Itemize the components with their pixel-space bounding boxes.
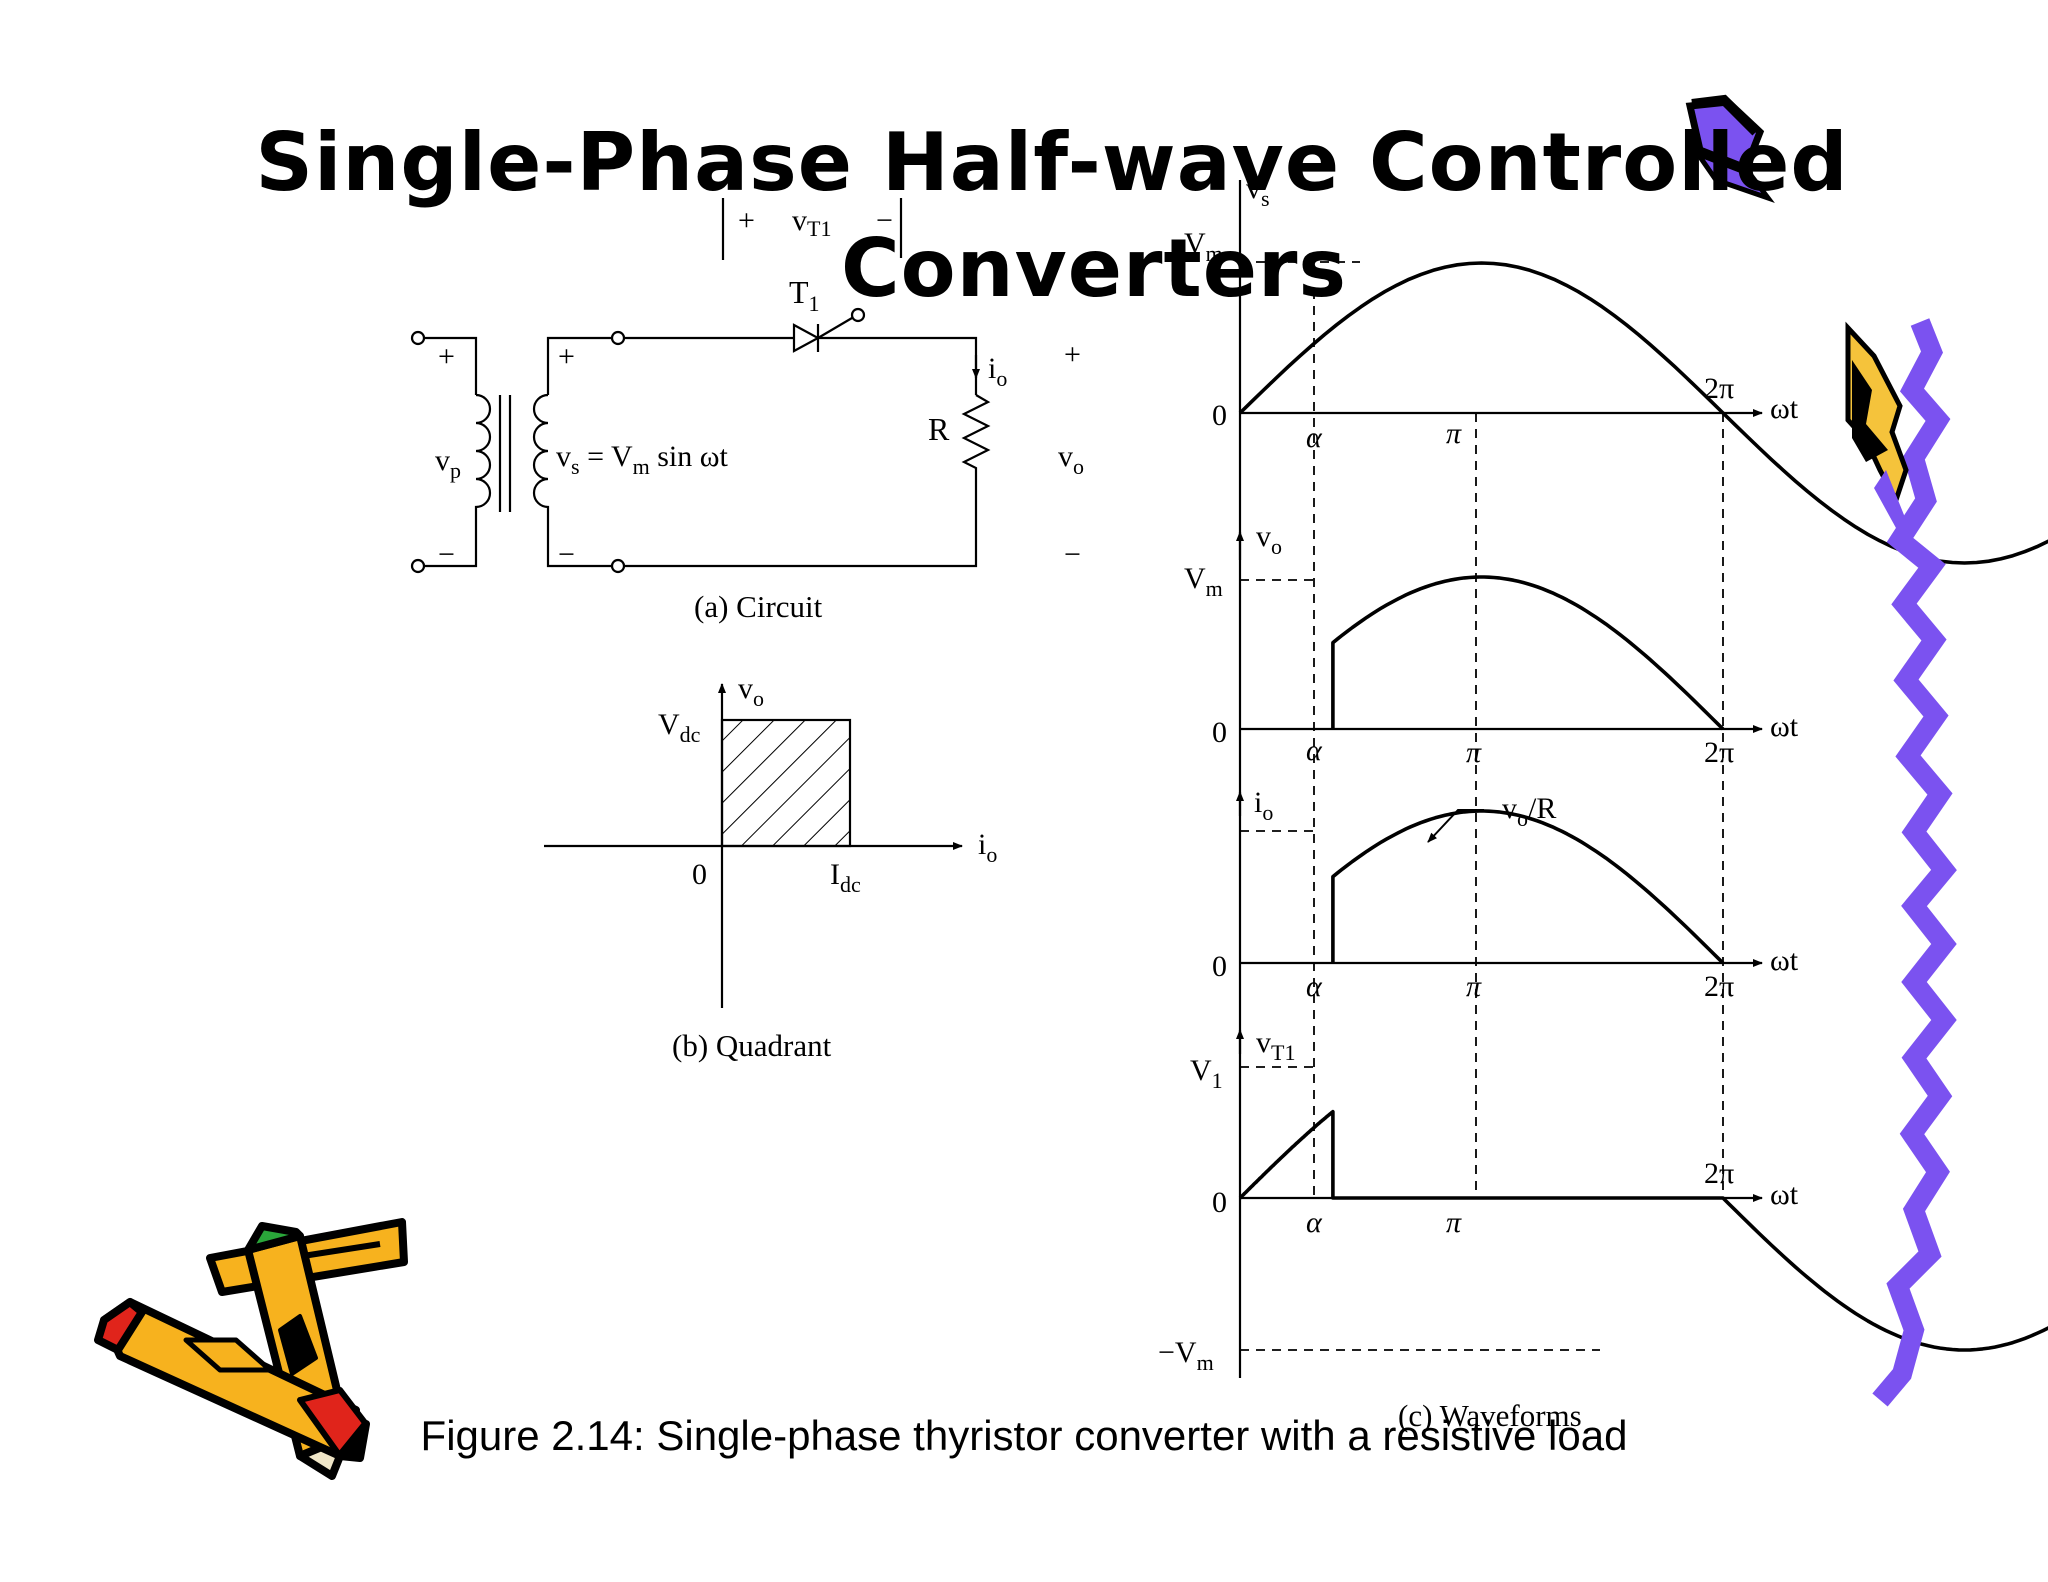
- io-zero-label: 0: [1212, 950, 1227, 983]
- vp-label: vp: [435, 444, 461, 483]
- vo-two-pi-label: 2π: [1704, 736, 1734, 769]
- vo-waveform: [1331, 575, 1725, 731]
- vt1-wt-label: ωt: [1770, 1178, 1799, 1211]
- output-plus: +: [1064, 338, 1081, 371]
- vo-axis-label: vo: [1256, 520, 1282, 559]
- load-resistor: [624, 394, 991, 568]
- vs-two-pi-label: 2π: [1704, 372, 1734, 405]
- io-axis-label: io: [1254, 786, 1273, 825]
- secondary-minus: −: [558, 538, 575, 571]
- primary-bottom-terminal: [410, 558, 426, 574]
- io-waveform: [1331, 809, 1725, 965]
- vs-vm-label: Vm: [1184, 227, 1223, 266]
- quadrant-diagram: [544, 683, 963, 1008]
- vo-over-r-arrow: [1427, 809, 1484, 843]
- figure-caption: Figure 2.14: Single-phase thyristor conv…: [420, 1412, 1628, 1459]
- waveform-curves: [1238, 261, 2048, 1352]
- right-edge-clipart: [1845, 321, 1909, 528]
- quadrant-origin-label: 0: [692, 858, 707, 891]
- v1-label: V1: [1190, 1054, 1223, 1093]
- slide-title-line-1: Single-Phase Half-wave Controlled: [255, 116, 1849, 209]
- quadrant-caption: (b) Quadrant: [672, 1028, 832, 1063]
- primary-minus: −: [438, 538, 455, 571]
- vs-alpha-label: α: [1306, 421, 1323, 454]
- vo-pi-label: π: [1466, 736, 1482, 769]
- slide-title-line-2: Converters: [840, 222, 1348, 315]
- resistor-label: R: [928, 411, 950, 447]
- t1-label: T1: [789, 274, 820, 316]
- vo-wt-label: ωt: [1770, 710, 1799, 743]
- vt1-label: vT1: [792, 204, 831, 241]
- secondary-top-wire: [546, 336, 612, 395]
- vo-over-r-label: vo/R: [1502, 792, 1556, 831]
- vo-vm-label: Vm: [1184, 562, 1223, 601]
- io-pi-label: π: [1466, 970, 1482, 1003]
- vt1-two-pi-label: 2π: [1704, 1157, 1734, 1190]
- circuit-labels: + vT1 − T1 io R vp vs = Vm sin ωt vo + −…: [435, 204, 1084, 624]
- primary-coil: [474, 393, 492, 510]
- vt1-waveform: [1238, 1109, 2048, 1352]
- wire-to-load: [818, 336, 978, 395]
- vt1-plus: +: [738, 204, 755, 237]
- vs-zero-label: 0: [1212, 399, 1227, 432]
- vs-axis-label: vs: [1246, 172, 1270, 211]
- io-two-pi-label: 2π: [1704, 970, 1734, 1003]
- primary-top-terminal: [410, 330, 426, 346]
- quadrant-vo-label: vo: [738, 672, 764, 711]
- secondary-top-terminal: [610, 330, 626, 346]
- vo-zero-label: 0: [1212, 716, 1227, 749]
- secondary-plus: +: [558, 340, 575, 373]
- thyristor-gate-lead: [817, 317, 853, 339]
- output-minus: −: [1064, 538, 1081, 571]
- thyristor-gate-terminal: [850, 307, 866, 323]
- purple-zigzag-border: [1872, 318, 1957, 1407]
- waveform-labels: vs Vm 0 α π 2π ωt vo Vm 0 α π 2π ωt io v…: [1158, 172, 1799, 1433]
- vs-waveform: [1238, 261, 2048, 565]
- vt1-pi-label: π: [1446, 1206, 1462, 1239]
- waveforms-caption: (c) Waveforms: [1398, 1398, 1582, 1433]
- secondary-bottom-wire: [546, 510, 612, 568]
- quadrant-vdc-label: Vdc: [658, 708, 701, 747]
- vt1-alpha-label: α: [1306, 1206, 1323, 1239]
- vo-alpha-label: α: [1306, 734, 1323, 767]
- primary-top-wire: [424, 336, 478, 395]
- waveform-guides: [1240, 261, 1724, 1351]
- circuit-caption: (a) Circuit: [694, 589, 823, 624]
- io-alpha-label: α: [1306, 970, 1323, 1003]
- quadrant-hatched-region: [720, 718, 852, 848]
- secondary-bottom-terminal: [610, 558, 626, 574]
- vs-pi-label: π: [1446, 417, 1462, 450]
- io-wt-label: ωt: [1770, 944, 1799, 977]
- vo-label: vo: [1058, 440, 1084, 479]
- primary-plus: +: [438, 340, 455, 373]
- neg-vm-label: −Vm: [1158, 1336, 1214, 1375]
- quadrant-labels: vo Vdc io 0 Idc (b) Quadrant: [658, 672, 997, 1063]
- thyristor-anode: [792, 323, 821, 353]
- vs-wt-label: ωt: [1770, 392, 1799, 425]
- graduation-cap-clipart: [1685, 94, 1775, 204]
- circuit-diagram: [410, 198, 991, 574]
- io-label: io: [988, 352, 1007, 391]
- vs-equation: vs = Vm sin ωt: [556, 440, 728, 479]
- vt1-zero-label: 0: [1212, 1186, 1227, 1219]
- quadrant-idc-label: Idc: [830, 858, 861, 897]
- vo-over-r-leader: [1427, 809, 1484, 843]
- quadrant-io-label: io: [978, 828, 997, 867]
- crossed-pencils-clipart: [94, 1218, 408, 1480]
- primary-bottom-wire: [424, 510, 478, 568]
- vt1-axis-label: vT1: [1256, 1026, 1295, 1065]
- vt1-minus: −: [876, 204, 893, 237]
- secondary-coil: [532, 393, 550, 510]
